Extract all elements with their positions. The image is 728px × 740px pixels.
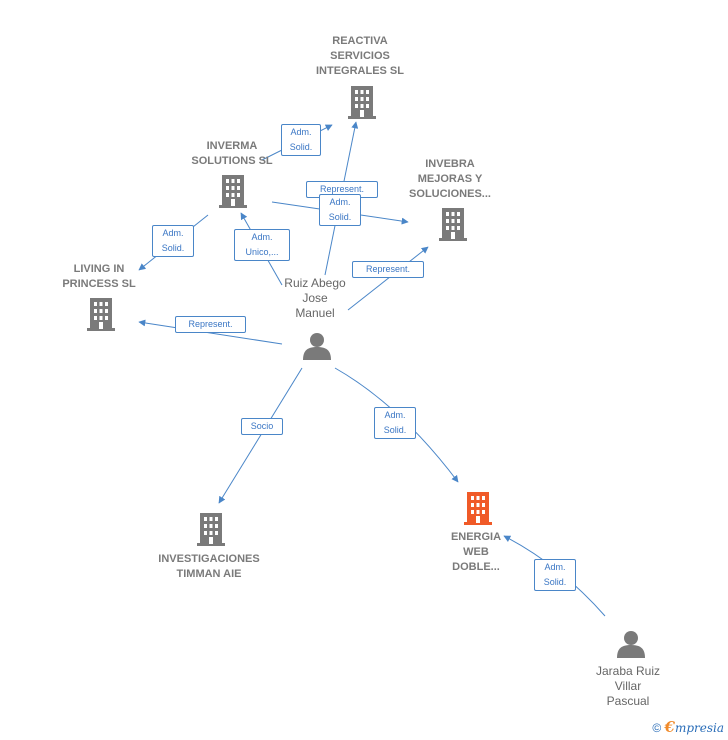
node-label-reactiva[interactable]: REACTIVA SERVICIOS INTEGRALES SL [315,35,404,77]
edge-line-ruiz-investigaciones [218,367,303,504]
node-label-living[interactable]: LIVING IN PRINCESS SL [62,263,136,290]
edge-label-ruiz-living[interactable]: Represent. [175,316,246,333]
inverma-building-icon[interactable] [219,175,247,208]
invebra-building-icon[interactable] [439,208,467,241]
edge-line-ruiz-invebra [347,246,429,311]
edge-label-inverma-living[interactable]: Adm. Solid. [152,225,194,257]
node-label-invebra[interactable]: INVEBRA MEJORAS Y SOLUCIONES... [409,158,491,200]
node-label-jaraba[interactable]: Jaraba Ruiz Villar Pascual [595,664,661,708]
brand-logo-text: mpresia [674,721,724,735]
edge-line-ruiz-living [138,319,283,345]
investigaciones-building-icon[interactable] [197,513,225,546]
node-label-ruiz[interactable]: Ruiz Abego Jose Manuel [284,276,346,320]
node-label-inverma[interactable]: INVERMA SOLUTIONS SL [191,140,273,167]
brand-logo-initial: € [664,718,675,736]
node-label-energia[interactable]: ENERGIA WEB DOBLE... [450,531,502,573]
brand-logo[interactable]: €mpresia [664,718,725,736]
edge-label-jaraba-energia[interactable]: Adm. Solid. [534,559,576,591]
edge-label-ruiz-energia[interactable]: Adm. Solid. [374,407,416,439]
edge-label-ruiz-reactiva[interactable]: Adm. Solid. [319,194,361,226]
edge-label-ruiz-inverma[interactable]: Adm. Unico,... [234,229,290,261]
edge-label-inverma-reactiva[interactable]: Adm. Solid. [281,124,321,156]
edge-label-ruiz-invebra[interactable]: Represent. [352,261,424,278]
footer-credit: © €mpresia [652,718,724,736]
living-building-icon[interactable] [87,298,115,331]
reactiva-building-icon[interactable] [348,86,376,119]
copyright-symbol: © [652,721,662,735]
node-label-investigaciones[interactable]: INVESTIGACIONES TIMMAN AIE [158,553,260,580]
jaraba-person-icon[interactable] [617,631,645,658]
edge-label-ruiz-investigaciones[interactable]: Socio [241,418,283,435]
energia-building-icon[interactable] [464,492,492,525]
ruiz-person-icon[interactable] [303,333,331,360]
